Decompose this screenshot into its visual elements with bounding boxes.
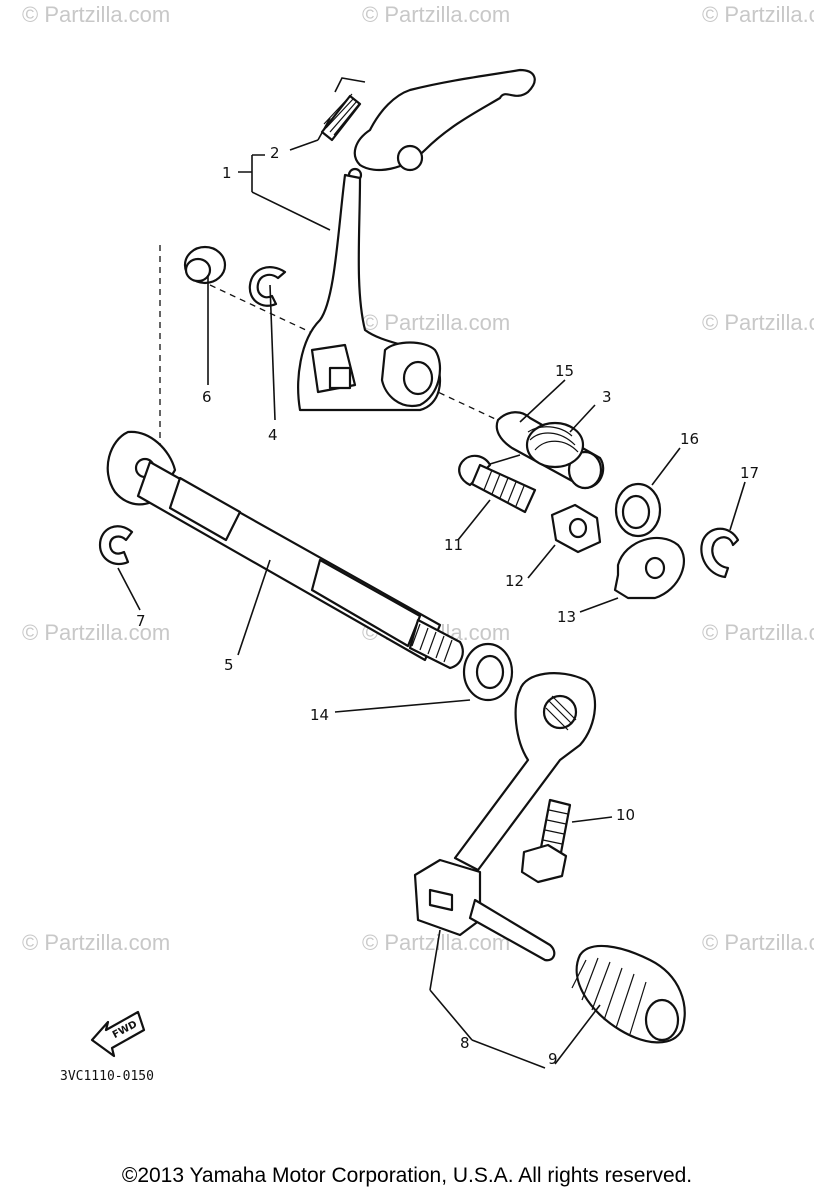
circlip-upper-part — [248, 266, 287, 307]
spring-part — [317, 77, 366, 142]
bolt-small-part — [458, 454, 537, 514]
callout-15: 15 — [555, 362, 574, 380]
watermark: © Partzilla.com — [702, 2, 814, 27]
oil-seal-part — [462, 642, 514, 702]
callout-leaders — [117, 139, 746, 1069]
callout-9: 9 — [548, 1050, 558, 1068]
callout-4: 4 — [268, 426, 278, 444]
shift-lever-part — [297, 68, 536, 412]
bushing-part — [183, 245, 227, 285]
callout-12: 12 — [505, 572, 524, 590]
callout-5: 5 — [224, 656, 234, 674]
callout-3: 3 — [602, 388, 612, 406]
callout-7: 7 — [136, 612, 146, 630]
watermark: © Partzilla.com — [362, 2, 510, 27]
callout-16: 16 — [680, 430, 699, 448]
callout-14: 14 — [310, 706, 329, 724]
watermark: © Partzilla.com — [22, 620, 170, 645]
bushing-axis-line — [209, 284, 541, 441]
callout-6: 6 — [202, 388, 212, 406]
forward-arrow-icon: FWD — [90, 1010, 146, 1058]
pin-spring-assembly-part — [469, 411, 605, 490]
callout-13: 13 — [557, 608, 576, 626]
callout-1: 1 — [222, 164, 232, 182]
lock-plate-part — [613, 536, 685, 600]
callout-10: 10 — [616, 806, 635, 824]
nut-part — [550, 503, 602, 554]
callout-2: 2 — [270, 144, 280, 162]
callout-11: 11 — [444, 536, 463, 554]
circlip-lower-part — [98, 525, 134, 566]
watermark: © Partzilla.com — [702, 930, 814, 955]
assembly-axis-lines — [159, 245, 541, 470]
callout-8: 8 — [460, 1034, 470, 1052]
circlip-right-part — [700, 527, 740, 579]
diagram-reference-code: 3VC1110-0150 — [60, 1069, 154, 1084]
watermark: © Partzilla.com — [702, 310, 814, 335]
watermark: © Partzilla.com — [22, 930, 170, 955]
watermark: © Partzilla.com — [702, 620, 814, 645]
washer-part — [614, 482, 662, 538]
shift-pedal-part — [413, 672, 597, 962]
bolt-pedal-part — [520, 798, 572, 884]
shift-shaft-part — [106, 430, 464, 670]
callout-numbers: 1 2 3 4 5 6 7 8 9 10 11 12 13 14 15 16 1… — [136, 144, 759, 1068]
watermark: © Partzilla.com — [22, 2, 170, 27]
copyright-notice: ©2013 Yamaha Motor Corporation, U.S.A. A… — [121, 1164, 693, 1187]
callout-17: 17 — [740, 464, 759, 482]
pedal-rubber-part — [571, 944, 686, 1044]
watermark: © Partzilla.com — [362, 310, 510, 335]
